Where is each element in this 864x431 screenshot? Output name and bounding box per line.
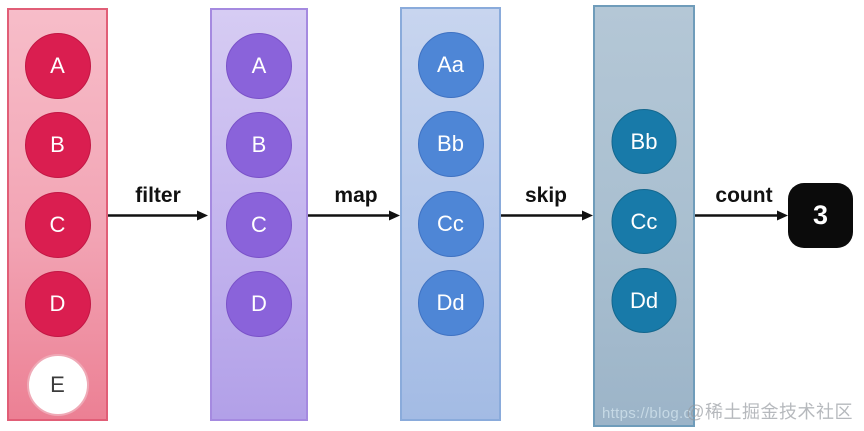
operation-label-count: count <box>715 184 773 207</box>
count-result-value: 3 <box>812 200 829 230</box>
operation-label-map: map <box>334 184 378 207</box>
circle-label: A <box>251 53 267 78</box>
mapped-circle-dd: Dd <box>417 270 484 336</box>
filtered-circle-c: C <box>226 192 292 258</box>
stage-after-map: Aa Bb Cc Dd <box>400 7 501 421</box>
operation-label-filter: filter <box>135 184 181 207</box>
circle-label: B <box>50 132 65 157</box>
circle-label: Bb <box>437 131 464 156</box>
count-result-box: 3 <box>788 183 853 248</box>
circle-label: B <box>251 132 267 157</box>
circle-label: Cc <box>437 211 464 236</box>
filtered-circle-b: B <box>226 112 292 178</box>
circle-label: E <box>50 372 65 397</box>
circle-label: Bb <box>630 128 658 154</box>
source-circle-c: C <box>24 192 91 258</box>
filtered-circle-a: A <box>226 33 292 99</box>
watermark-community: @稀土掘金技术社区 <box>686 402 854 422</box>
filtered-circle-d: D <box>226 271 292 337</box>
circle-label: Dd <box>436 290 465 315</box>
mapped-circle-bb: Bb <box>417 111 484 177</box>
circle-label: C <box>251 212 267 237</box>
circle-label: C <box>49 212 66 237</box>
skipped-circle-dd: Dd <box>611 268 677 333</box>
mapped-circle-cc: Cc <box>417 191 484 257</box>
circle-label: Cc <box>630 208 658 234</box>
circle-label: D <box>49 291 66 316</box>
skipped-circle-cc: Cc <box>611 189 677 254</box>
watermark: https://blog.c @稀土掘金技术社区 <box>602 398 853 424</box>
circle-label: Dd <box>629 287 659 313</box>
stage-source: A B C D E <box>7 8 108 421</box>
source-circle-b: B <box>24 112 91 178</box>
source-circle-d: D <box>24 271 91 337</box>
source-circle-a: A <box>24 33 91 99</box>
stage-after-skip: Bb Cc Dd <box>593 5 695 427</box>
mapped-circle-aa: Aa <box>417 32 484 98</box>
stage-after-filter: A B C D <box>210 8 308 421</box>
circle-label: Aa <box>437 52 464 77</box>
skipped-circle-bb: Bb <box>611 109 677 174</box>
source-circle-e-excluded: E <box>26 354 89 416</box>
circle-label: A <box>50 53 65 78</box>
watermark-url: https://blog.c <box>602 405 692 422</box>
circle-label: D <box>251 291 267 316</box>
operation-label-skip: skip <box>524 184 568 207</box>
